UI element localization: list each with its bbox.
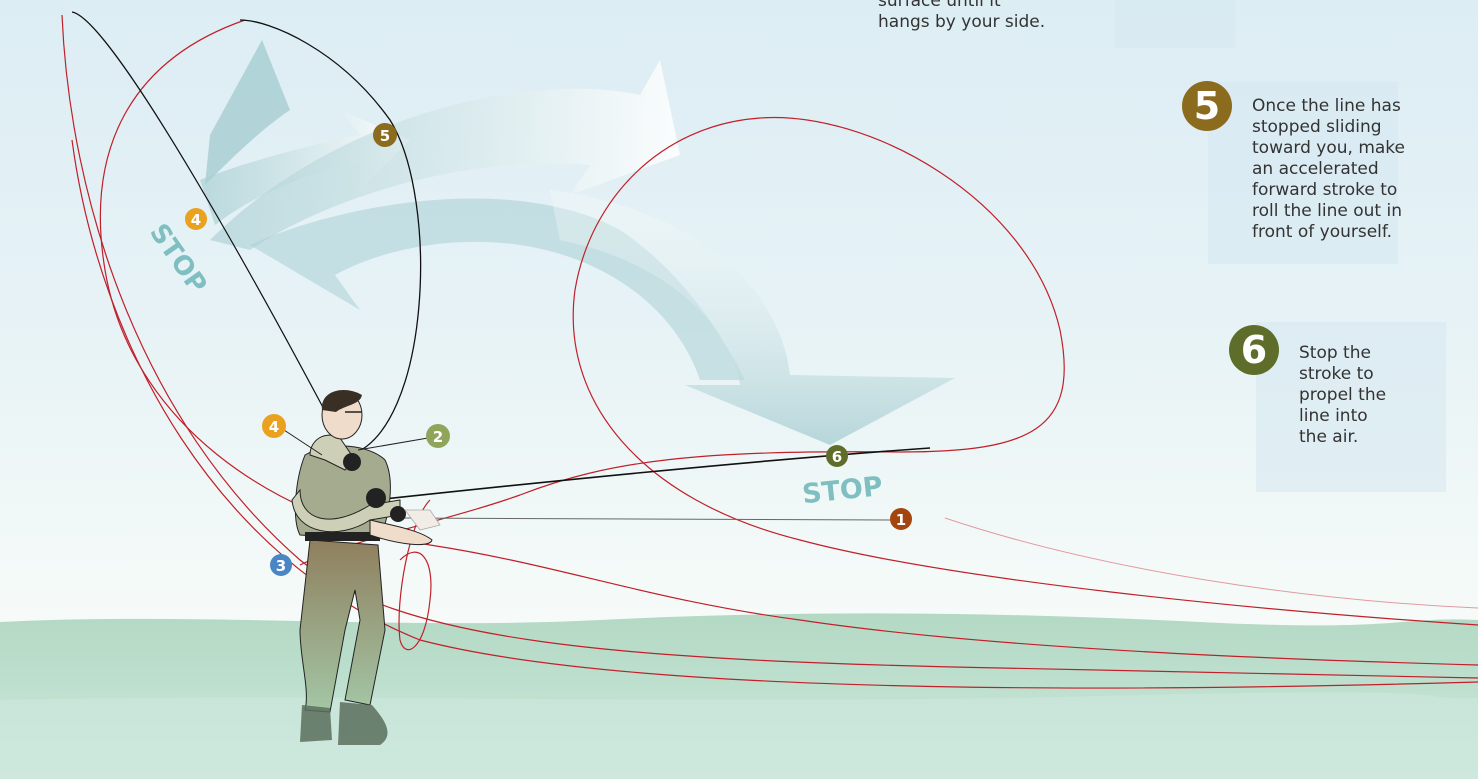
marker-2: 2 bbox=[426, 424, 450, 448]
water-band bbox=[0, 692, 1478, 779]
caption-line: stroke to bbox=[1299, 364, 1374, 384]
stop-label-upper: STOP bbox=[143, 218, 212, 299]
marker-6: 6 bbox=[826, 445, 848, 467]
caption-line: front of yourself. bbox=[1252, 222, 1392, 242]
caption-line: surface until it bbox=[878, 0, 1001, 11]
caption-step4-partial: surface until it hangs by your side. bbox=[878, 0, 1045, 33]
caption-line: an accelerated bbox=[1252, 159, 1379, 179]
caption-line: Stop the bbox=[1299, 343, 1371, 363]
marker-4-rod: 4 bbox=[185, 208, 207, 230]
caption-line: forward stroke to bbox=[1252, 180, 1397, 200]
svg-text:3: 3 bbox=[276, 557, 286, 575]
svg-text:2: 2 bbox=[433, 428, 443, 446]
caption-line: line into bbox=[1299, 406, 1368, 426]
step-6-number: 6 bbox=[1241, 328, 1267, 372]
svg-text:6: 6 bbox=[832, 448, 842, 466]
marker-5: 5 bbox=[373, 123, 397, 147]
step-5-number: 5 bbox=[1194, 84, 1220, 128]
marker-4-figure: 4 bbox=[262, 414, 286, 438]
svg-text:1: 1 bbox=[896, 511, 906, 529]
step-5-badge: 5 bbox=[1182, 81, 1232, 131]
fly-line-faint bbox=[945, 518, 1478, 608]
caption-line: roll the line out in bbox=[1252, 201, 1402, 221]
svg-text:5: 5 bbox=[380, 127, 390, 145]
caption-line: stopped sliding bbox=[1252, 117, 1382, 137]
marker-1: 1 bbox=[890, 508, 912, 530]
svg-text:4: 4 bbox=[269, 418, 279, 436]
panel-top bbox=[1115, 0, 1235, 48]
stop-label-lower: STOP bbox=[801, 471, 884, 510]
caption-line: propel the bbox=[1299, 385, 1386, 405]
caption-line: Once the line has bbox=[1252, 96, 1401, 116]
step-6-badge: 6 bbox=[1229, 325, 1279, 375]
svg-text:4: 4 bbox=[191, 211, 201, 229]
marker-3: 3 bbox=[270, 554, 292, 576]
caption-line: hangs by your side. bbox=[878, 12, 1045, 32]
caption-line: toward you, make bbox=[1252, 138, 1405, 158]
caption-line: the air. bbox=[1299, 427, 1358, 447]
caption-step6: Stop the stroke to propel the line into … bbox=[1299, 343, 1386, 448]
down-arrow bbox=[550, 190, 955, 445]
caption-step5: Once the line has stopped sliding toward… bbox=[1252, 96, 1405, 243]
